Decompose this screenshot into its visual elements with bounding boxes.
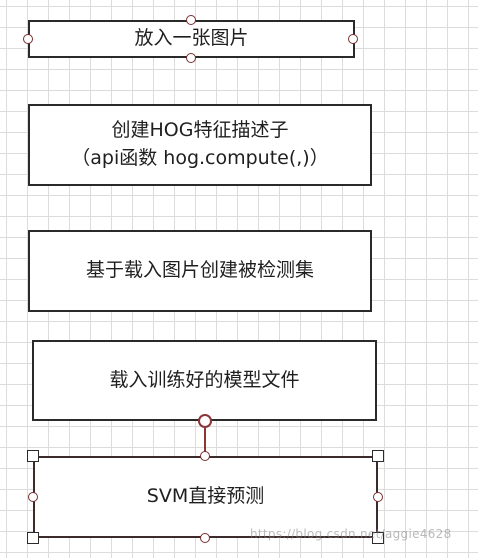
resize-handle-bottom-left[interactable] <box>27 532 39 544</box>
resize-handle-top-right[interactable] <box>372 450 384 462</box>
resize-handle-left[interactable] <box>28 492 38 502</box>
selection-handle-left[interactable] <box>23 34 33 44</box>
step-load-image-label: 放入一张图片 <box>134 27 249 50</box>
resize-handle-top[interactable] <box>200 451 210 461</box>
resize-handle-bottom[interactable] <box>200 533 210 543</box>
step-svm-predict-box[interactable]: SVM直接预测 <box>33 456 378 538</box>
watermark-text: https://blog.csdn.net/aggie4628 <box>250 527 452 541</box>
step-load-model-box[interactable]: 载入训练好的模型文件 <box>32 340 377 421</box>
selection-handle-right[interactable] <box>348 34 358 44</box>
step-build-detection-set-label: 基于载入图片创建被检测集 <box>85 259 314 282</box>
selection-handle-bottom[interactable] <box>186 53 196 63</box>
step-create-hog-descriptor-box[interactable]: 创建HOG特征描述子 （api函数 hog.compute(,)） <box>28 104 372 186</box>
step-build-detection-set-box[interactable]: 基于载入图片创建被检测集 <box>28 230 372 312</box>
resize-handle-right[interactable] <box>373 492 383 502</box>
selection-handle-top[interactable] <box>186 15 196 25</box>
resize-handle-bottom-right[interactable] <box>372 532 384 544</box>
step-create-hog-descriptor-label: 创建HOG特征描述子 （api函数 hog.compute(,)） <box>71 119 329 169</box>
step-svm-predict-label: SVM直接预测 <box>146 485 265 508</box>
step-load-model-label: 载入训练好的模型文件 <box>109 368 300 391</box>
rotation-handle[interactable] <box>198 414 212 428</box>
resize-handle-top-left[interactable] <box>27 450 39 462</box>
